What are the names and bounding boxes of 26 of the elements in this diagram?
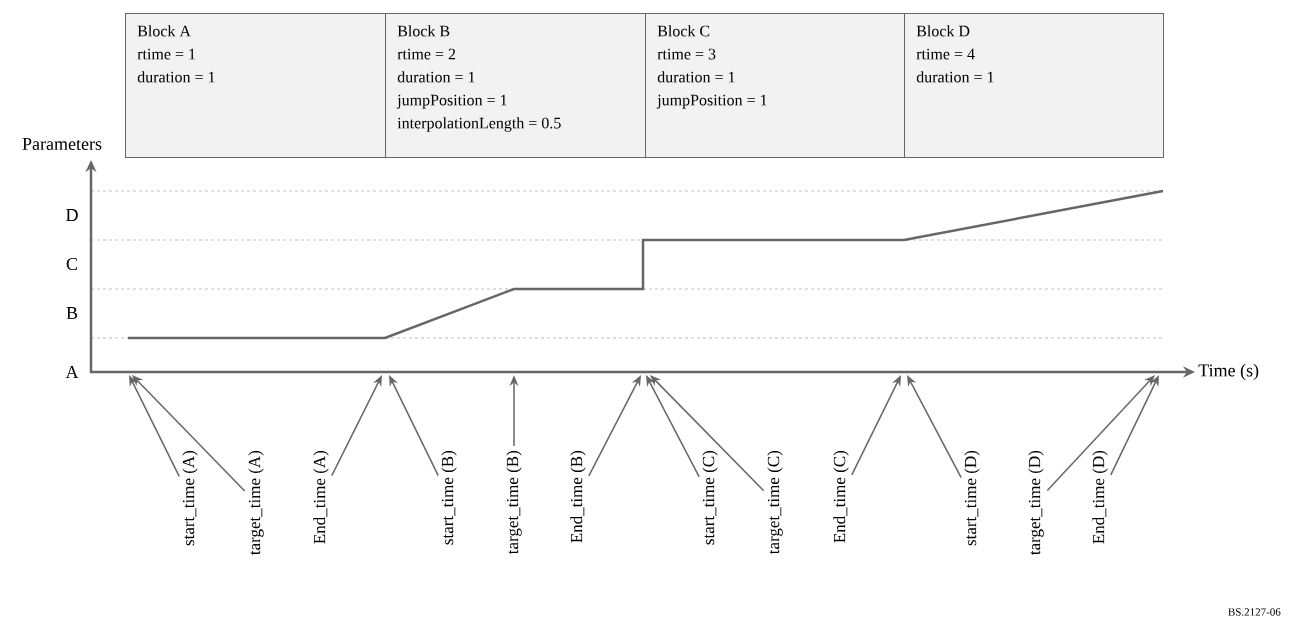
time-label: End_time (D) bbox=[1092, 450, 1108, 544]
axis-label: Parameters bbox=[22, 138, 102, 150]
block-box: Block C rtime = 3 duration = 1 jumpPosition = 1 bbox=[645, 13, 905, 158]
block-box: Block D rtime = 4 duration = 1 bbox=[904, 13, 1164, 158]
time-label: target_time (D) bbox=[1028, 450, 1044, 555]
leader-arrow bbox=[1046, 375, 1155, 492]
time-label: End_time (A) bbox=[313, 450, 329, 544]
time-label: target_time (A) bbox=[248, 450, 264, 555]
leader-arrow bbox=[132, 375, 246, 492]
level-label: D bbox=[66, 209, 78, 221]
block-box: Block A rtime = 1 duration = 1 bbox=[125, 13, 386, 158]
time-label: End_time (C) bbox=[833, 450, 849, 543]
time-label: target_time (B) bbox=[506, 450, 522, 555]
time-label: start_time (B) bbox=[441, 450, 457, 545]
time-label: start_time (C) bbox=[702, 450, 718, 545]
time-label: target_time (C) bbox=[767, 450, 783, 555]
level-label: C bbox=[66, 257, 77, 271]
axis-label: Time (s) bbox=[1198, 363, 1259, 381]
time-label: start_time (A) bbox=[182, 450, 198, 546]
figure-number: BS.2127-06 bbox=[1228, 608, 1281, 616]
time-label: start_time (D) bbox=[964, 450, 980, 546]
time-label: End_time (B) bbox=[570, 450, 586, 543]
block-box: Block B rtime = 2 duration = 1 jumpPosition = 1 interpolationLength = 0.5 bbox=[385, 13, 646, 158]
level-label: B bbox=[66, 307, 78, 319]
level-label: A bbox=[65, 366, 79, 378]
leader-arrow bbox=[650, 375, 765, 492]
